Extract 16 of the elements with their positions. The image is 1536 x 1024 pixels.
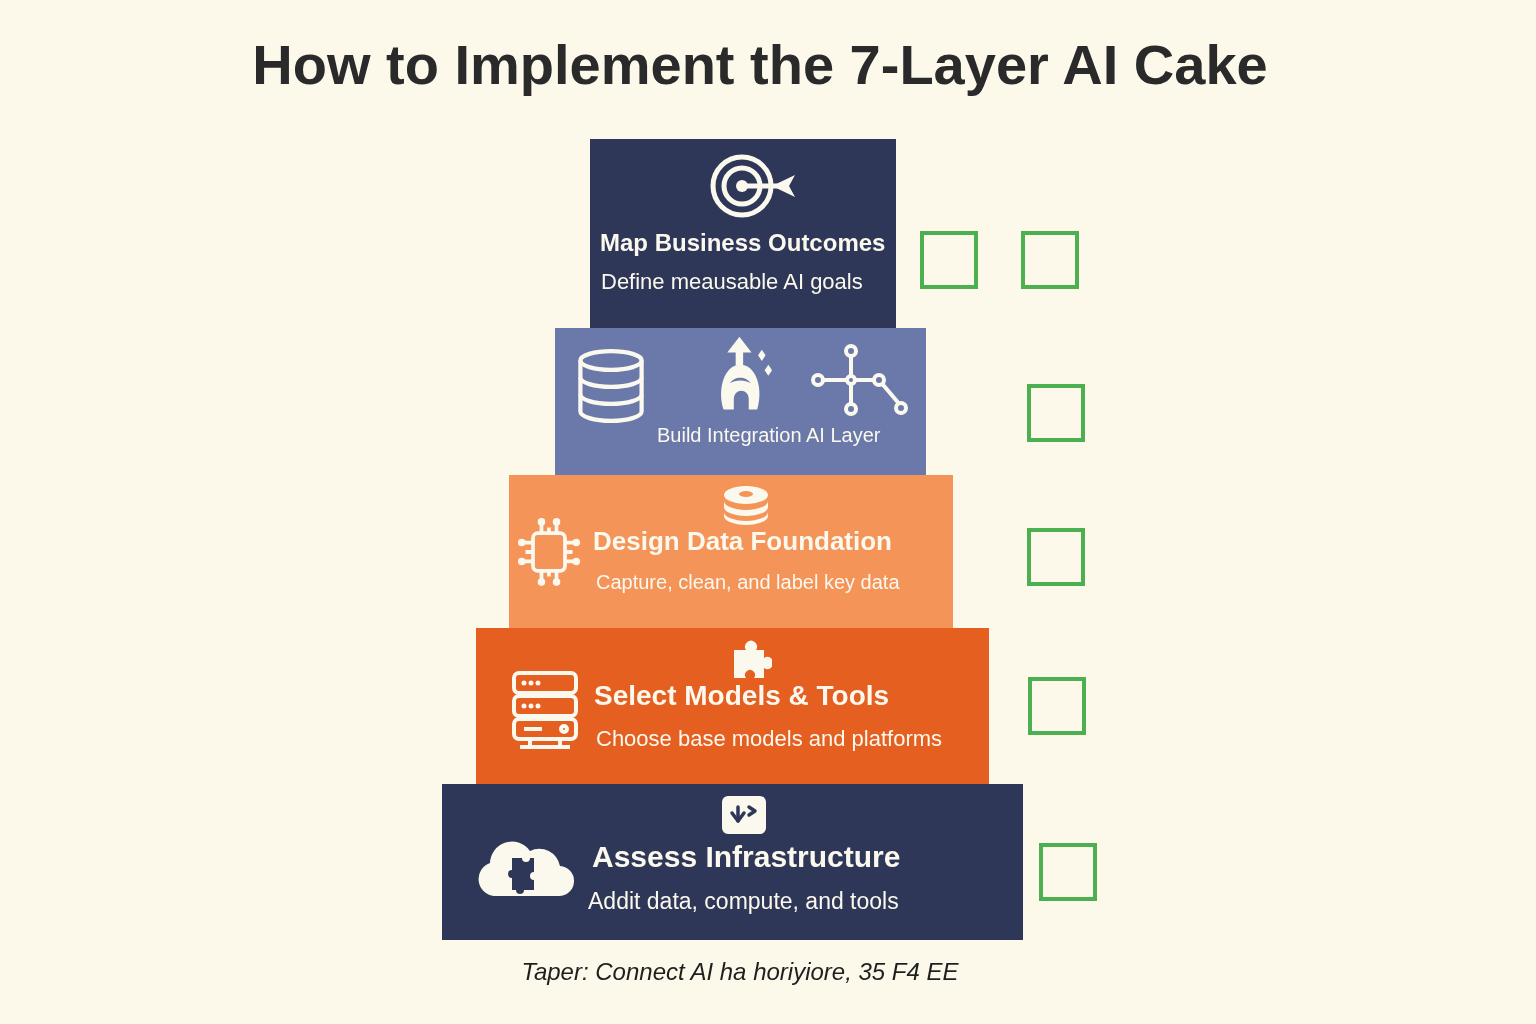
page-title: How to Implement the 7-Layer AI Cake [252, 34, 1268, 96]
cake-layer [590, 139, 896, 328]
cake-layer [442, 784, 1023, 940]
layer-subtitle: Build Integration AI Layer [657, 424, 881, 447]
layer-title: Map Business Outcomes [600, 229, 886, 257]
layer-title: Select Models & Tools [594, 680, 890, 713]
cake-layer [555, 328, 926, 475]
layer-subtitle: Define meausable AI goals [601, 269, 863, 295]
cake-layer [509, 475, 953, 628]
cake-layer [476, 628, 989, 784]
layer-subtitle: Choose base models and platforms [596, 726, 943, 752]
caption: Taper: Connect AI ha horiyiore, 35 F4 EE [521, 958, 959, 987]
layer-subtitle: Capture, clean, and label key data [596, 571, 900, 594]
layer-title: Design Data Foundation [593, 527, 892, 557]
layer-subtitle: Addit data, compute, and tools [588, 888, 899, 915]
layer-title: Assess Infrastructure [592, 840, 901, 875]
